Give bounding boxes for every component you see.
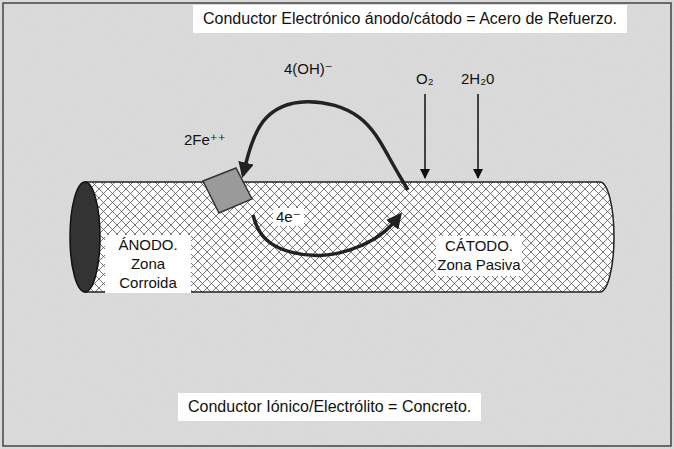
edge-label: 4e⁻ (273, 208, 304, 226)
footer-box: Conductor Iónico/Electrólito = Concreto. (178, 393, 481, 421)
rebar-end (70, 182, 100, 292)
ion-label: 2Fe⁺⁺ (184, 131, 226, 149)
edge-label: 4(OH)⁻ (284, 60, 333, 78)
node-text: Conductor Electrónico ánodo/cátodo = Ace… (203, 9, 617, 29)
node-text: ÁNODO. Zona Corroida (105, 235, 191, 293)
oxygen-label: O₂ (416, 70, 434, 88)
anode-zone: ÁNODO. Zona Corroida (103, 175, 253, 307)
water-label: 2H₂0 (461, 70, 494, 88)
node-text: CÁTODO. Zona Pasiva (436, 236, 522, 276)
cathode-zone: CÁTODO. Zona Pasiva (400, 190, 528, 305)
oxygen-arrow (424, 94, 426, 178)
water-arrow (477, 94, 479, 178)
node-text: Conductor Iónico/Electrólito = Concreto. (188, 397, 471, 417)
header-box: Conductor Electrónico ánodo/cátodo = Ace… (193, 5, 627, 33)
frame (3, 3, 671, 446)
flow-arrow (243, 102, 408, 190)
